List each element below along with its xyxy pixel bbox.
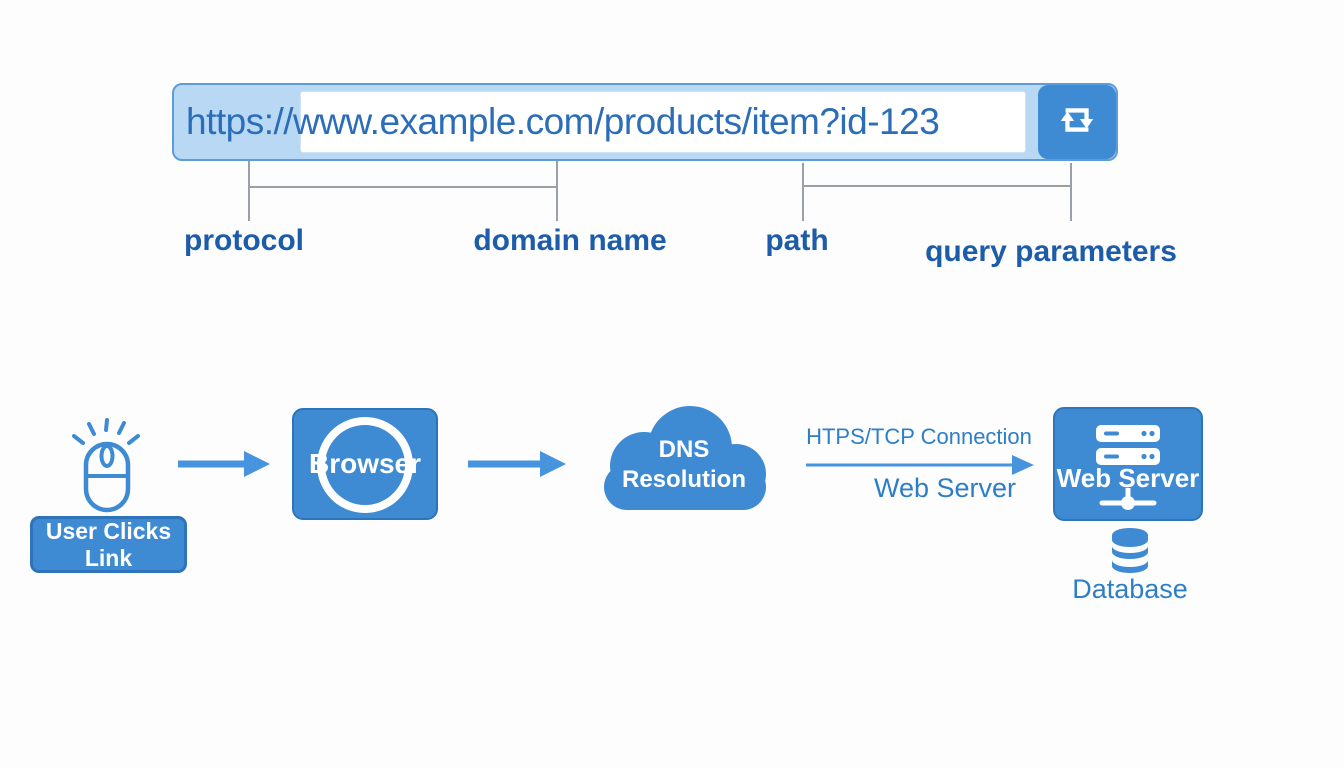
network-node-icon <box>1055 486 1201 521</box>
connector-left-bracket <box>248 186 558 188</box>
repeat-icon <box>1054 99 1100 146</box>
browser-circle-icon <box>317 417 413 513</box>
url-input-highlight <box>300 91 1026 153</box>
web-server-node: Web Server <box>1053 407 1203 521</box>
database-label: Database <box>1072 574 1188 604</box>
browser-label: Browser <box>308 448 422 479</box>
mouse-click-icon <box>56 416 156 521</box>
connector-domain-line <box>556 161 558 221</box>
arrow-dns-to-webserver <box>806 451 1034 484</box>
database-cylinder-icon <box>1110 526 1150 583</box>
path-label: path <box>765 224 829 257</box>
server-rack-icon <box>1055 417 1201 480</box>
dns-resolution-node: DNS Resolution <box>588 402 780 512</box>
url-bar: https://www.example.com/products/item?id… <box>172 83 1118 161</box>
connection-label: HTPS/TCP Connection <box>806 424 1032 449</box>
url-input[interactable]: https://www.example.com/products/item?id… <box>186 101 940 142</box>
cloud-icon <box>588 406 780 516</box>
connector-query-line <box>1070 163 1072 221</box>
connection-sublabel: Web Server <box>873 473 1017 503</box>
connector-right-bracket <box>802 185 1072 187</box>
domain-name-label: domain name <box>473 224 667 257</box>
reload-button[interactable] <box>1038 85 1116 159</box>
user-clicks-link-node: User Clicks Link <box>30 516 187 573</box>
arrow-browser-to-dns <box>466 448 568 485</box>
protocol-label: protocol <box>184 224 304 257</box>
browser-node: Browser <box>292 408 438 520</box>
connector-protocol-line <box>248 161 250 221</box>
query-parameters-label: query parameters <box>925 235 1177 268</box>
connector-path-line <box>802 163 804 221</box>
arrow-user-to-browser <box>176 448 272 485</box>
dns-resolution-label: DNS Resolution <box>622 436 746 493</box>
user-clicks-link-label: User Clicks Link <box>45 517 172 571</box>
